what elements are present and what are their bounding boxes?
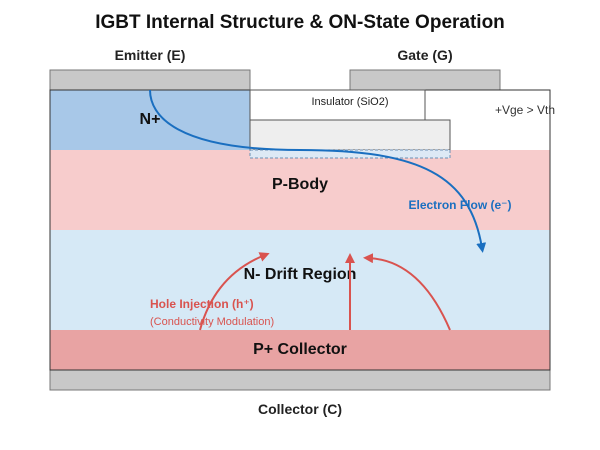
inversion-channel [249,149,451,159]
hole-arrow-left [199,252,270,331]
hole-injection-label: Hole Injection (h⁺) [150,297,254,311]
gate-electrode [249,119,451,151]
n-plus-region [50,90,250,150]
conductivity-modulation-label: (Conductivity Modulation) [150,316,274,328]
emitter-contact [49,69,251,91]
p-collector-region [50,330,550,370]
emitter-label: Emitter (E) [115,47,186,63]
insulator-box [249,89,426,121]
electron-flow-label: Electron Flow (e⁻) [408,198,511,212]
n-drift-region [50,230,550,330]
p-body-region [50,150,550,230]
p-body-label: P-Body [272,176,328,193]
insulator-label: Insulator (SiO2) [311,96,388,108]
collector-label: Collector (C) [258,401,342,417]
diagram-title: IGBT Internal Structure & ON-State Opera… [95,12,505,33]
gate-label: Gate (G) [397,47,452,63]
n-plus-label: N+ [140,111,161,128]
p-collector-label: P+ Collector [253,341,347,358]
vge-label: +Vge > Vth [495,103,555,117]
electron-flow-arrow [149,89,487,253]
collector-contact [49,369,551,391]
hole-arrow-right [363,253,451,331]
gate-contact [349,69,501,91]
n-drift-label: N- Drift Region [244,266,357,283]
